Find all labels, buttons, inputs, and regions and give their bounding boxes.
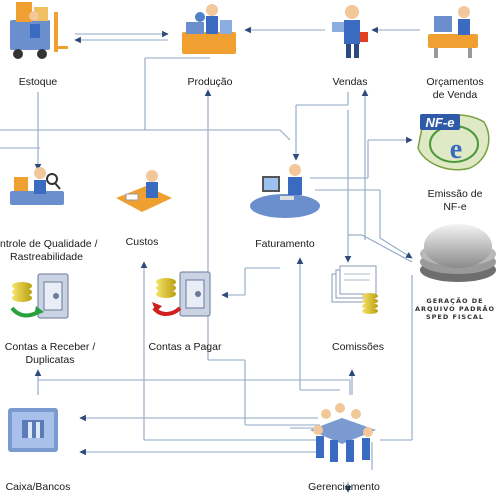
sped-label-line3: SPED FISCAL	[425, 313, 485, 321]
sped-label-line1: GERAÇÃO DE	[426, 297, 484, 305]
production-worker-icon	[182, 4, 236, 54]
emissao-label: Emissão de NF-e	[410, 188, 500, 214]
receber-label: Contas a Receber / Duplicatas	[0, 341, 100, 367]
quote-desk-icon	[428, 6, 478, 58]
management-meeting-icon	[310, 403, 376, 462]
producao-label: Produção	[187, 76, 233, 88]
safe-coins-in-icon	[10, 273, 69, 319]
estoque-label: Estoque	[18, 76, 58, 88]
faturamento-label: Faturamento	[255, 238, 315, 250]
sped-disk-icon	[420, 224, 496, 282]
controle-label: ntrole de Qualidade / Rastreabilidade	[0, 238, 100, 264]
custos-label: Custos	[125, 236, 159, 248]
emissao-label-line2: NF-e	[443, 201, 467, 213]
pagar-label: Contas a Pagar	[148, 341, 222, 353]
vendas-label: Vendas	[332, 76, 368, 88]
safe-coins-out-icon	[152, 271, 211, 317]
gerenciamento-label: Gerenciamento	[308, 481, 380, 493]
sped-label-line2: ARQUIVO PADRÃO	[414, 305, 496, 313]
comissoes-label: Comissões	[332, 341, 384, 353]
billing-workstation-icon	[250, 164, 320, 218]
controle-label-line1: ntrole de Qualidade /	[0, 238, 98, 250]
orcamentos-label-line1: Orçamentos	[426, 76, 484, 88]
controle-label-line2: Rastreabilidade	[10, 251, 83, 263]
cost-desk-icon	[116, 170, 172, 212]
sped-label: GERAÇÃO DE ARQUIVO PADRÃO SPED FISCAL	[410, 297, 500, 321]
emissao-label-line1: Emissão de	[427, 188, 483, 200]
forklift-warehouse-icon	[10, 2, 68, 59]
nfe-logo-text: NF-e	[426, 115, 455, 130]
caixa-label: Caixa/Bancos	[5, 481, 71, 493]
receber-label-line2: Duplicatas	[25, 354, 75, 366]
connector-lines	[0, 26, 420, 493]
orcamentos-label: Orçamentos de Venda	[410, 76, 500, 102]
orcamentos-label-line2: de Venda	[432, 89, 478, 101]
svg-text:e: e	[450, 134, 462, 165]
nfe-logo-icon: NF-e e	[417, 114, 490, 171]
bank-building-icon	[8, 408, 58, 452]
commission-documents-icon	[331, 265, 378, 314]
sales-person-icon	[332, 5, 368, 58]
quality-inspection-icon	[10, 167, 64, 205]
receber-label-line1: Contas a Receber /	[4, 341, 96, 353]
